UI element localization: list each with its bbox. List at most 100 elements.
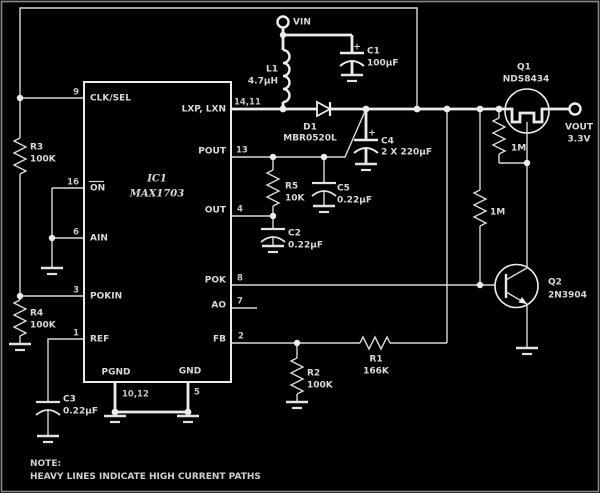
c5-bottom-plate (311, 190, 337, 197)
junction-dot (16, 94, 24, 102)
r-gate-value: 1M (511, 144, 526, 154)
pin-label-on: ON (90, 184, 105, 194)
c1-bottom-plate (339, 60, 365, 67)
ic-ref: IC1 (146, 174, 167, 185)
resistor-r1: R1 166K (359, 335, 391, 377)
ground-symbol-c1 (339, 73, 365, 83)
r3-zigzag (12, 137, 28, 175)
c4-ref: C4 (381, 137, 394, 147)
inductor-l1: L1 4.7µH (248, 48, 291, 104)
junction-dot (48, 234, 56, 242)
pin-label-ref: REF (90, 335, 109, 345)
junction-dot (279, 105, 287, 113)
r5-value: 10K (285, 194, 306, 204)
ic-part-number: MAX1703 (129, 189, 184, 200)
capacitor-c2: C2 0.22µF (260, 227, 323, 251)
capacitor-c1: + C1 100µF (339, 43, 399, 69)
pin-num-9: 9 (73, 88, 79, 98)
ground-symbol-r4 (7, 342, 33, 352)
q2-collector-lead (505, 267, 528, 281)
junction-dot (443, 105, 451, 113)
c2-value: 0.22µF (288, 241, 323, 251)
junction-dot (184, 408, 192, 416)
resistor-r5: R5 10K (265, 169, 306, 207)
capacitor-c4: + C4 2 X 220µF (353, 129, 432, 158)
pin-num-5: 5 (194, 388, 200, 398)
q1-channel (505, 107, 549, 124)
junction-dot (269, 212, 277, 220)
r2-ref: R2 (307, 369, 320, 379)
q2-emitter-arrow (518, 297, 527, 304)
pin-num-8: 8 (237, 274, 243, 284)
q2-circle (494, 263, 539, 309)
r2-value: 100K (307, 381, 334, 391)
capacitor-c3: C3 0.22µF (35, 395, 98, 417)
capacitor-c5: C5 0.22µF (311, 181, 372, 206)
q2-value: 2N3904 (548, 291, 587, 301)
junction-dot (111, 408, 119, 416)
d1-ref: D1 (303, 123, 317, 133)
c3-ref: C3 (63, 395, 76, 405)
pin-num-10-12: 10,12 (122, 390, 149, 400)
inductor-coil (282, 48, 291, 104)
c1-polarity: + (353, 43, 361, 53)
r-base-zigzag (472, 189, 488, 227)
pin-num-14-11: 14,11 (234, 98, 261, 108)
ground-symbol-r2 (284, 400, 310, 410)
q1-ref: Q1 (517, 63, 531, 73)
pin-num-7: 7 (237, 297, 243, 307)
resistor-r3: R3 100K (12, 137, 57, 175)
pin-label-fb: FB (213, 335, 226, 345)
pin-label-pout: POUT (198, 147, 227, 157)
junction-dots (16, 31, 531, 416)
pin-label-ao: AO (211, 301, 226, 311)
resistor-r2: R2 100K (289, 357, 334, 395)
junction-dot (476, 281, 484, 289)
ground-symbol-pgnd (102, 414, 128, 424)
pin-label-lx: LXP, LXN (182, 105, 226, 115)
r1-zigzag (359, 335, 391, 351)
note-block: NOTE: HEAVY LINES INDICATE HIGH CURRENT … (30, 459, 261, 482)
q1-value: NDS8434 (503, 75, 550, 85)
transistor-q2: Q2 2N3904 (494, 263, 587, 309)
ground-symbol-c4 (353, 162, 379, 172)
wire-fb-r1 (231, 109, 448, 344)
r3-ref: R3 (30, 143, 43, 153)
r-base-value: 1M (490, 208, 505, 218)
ic-outline (83, 81, 232, 383)
c5-value: 0.22µF (337, 196, 372, 206)
c3-value: 0.22µF (63, 407, 98, 417)
junction-dot (362, 105, 370, 113)
r4-value: 100K (30, 321, 57, 331)
c3-bottom-plate (35, 409, 61, 416)
wire-vin-c1 (281, 28, 354, 75)
r2-zigzag (289, 357, 305, 395)
q2-ref: Q2 (548, 278, 562, 288)
ground-symbol-gnd (175, 414, 201, 424)
r5-ref: R5 (285, 182, 298, 192)
wire-ref-c3 (47, 338, 84, 436)
vin-label: VIN (293, 18, 311, 28)
ground-symbol-c2 (260, 244, 286, 254)
l1-value: 4.7µH (248, 77, 278, 87)
r4-zigzag (12, 299, 28, 337)
vin-terminal: VIN (276, 15, 311, 29)
c2-ref: C2 (288, 229, 301, 239)
junction-dot (16, 292, 24, 300)
r-gate-zigzag (491, 117, 507, 155)
c1-value: 100µF (367, 59, 399, 69)
pin-num-13: 13 (236, 146, 248, 156)
pin-num-4: 4 (237, 205, 243, 215)
pin-num-2: 2 (238, 332, 244, 342)
r1-value: 166K (363, 367, 390, 377)
pin-num-3: 3 (73, 286, 79, 296)
d1-triangle (316, 100, 332, 118)
pin-label-clksel: CLK/SEL (90, 94, 131, 104)
vout-terminal: VOUT 3.3V (565, 102, 594, 145)
ground-symbol-c5 (311, 204, 337, 214)
l1-ref: L1 (266, 65, 278, 75)
vin-terminal-circle (276, 15, 290, 29)
c4-polarity: + (368, 129, 376, 139)
